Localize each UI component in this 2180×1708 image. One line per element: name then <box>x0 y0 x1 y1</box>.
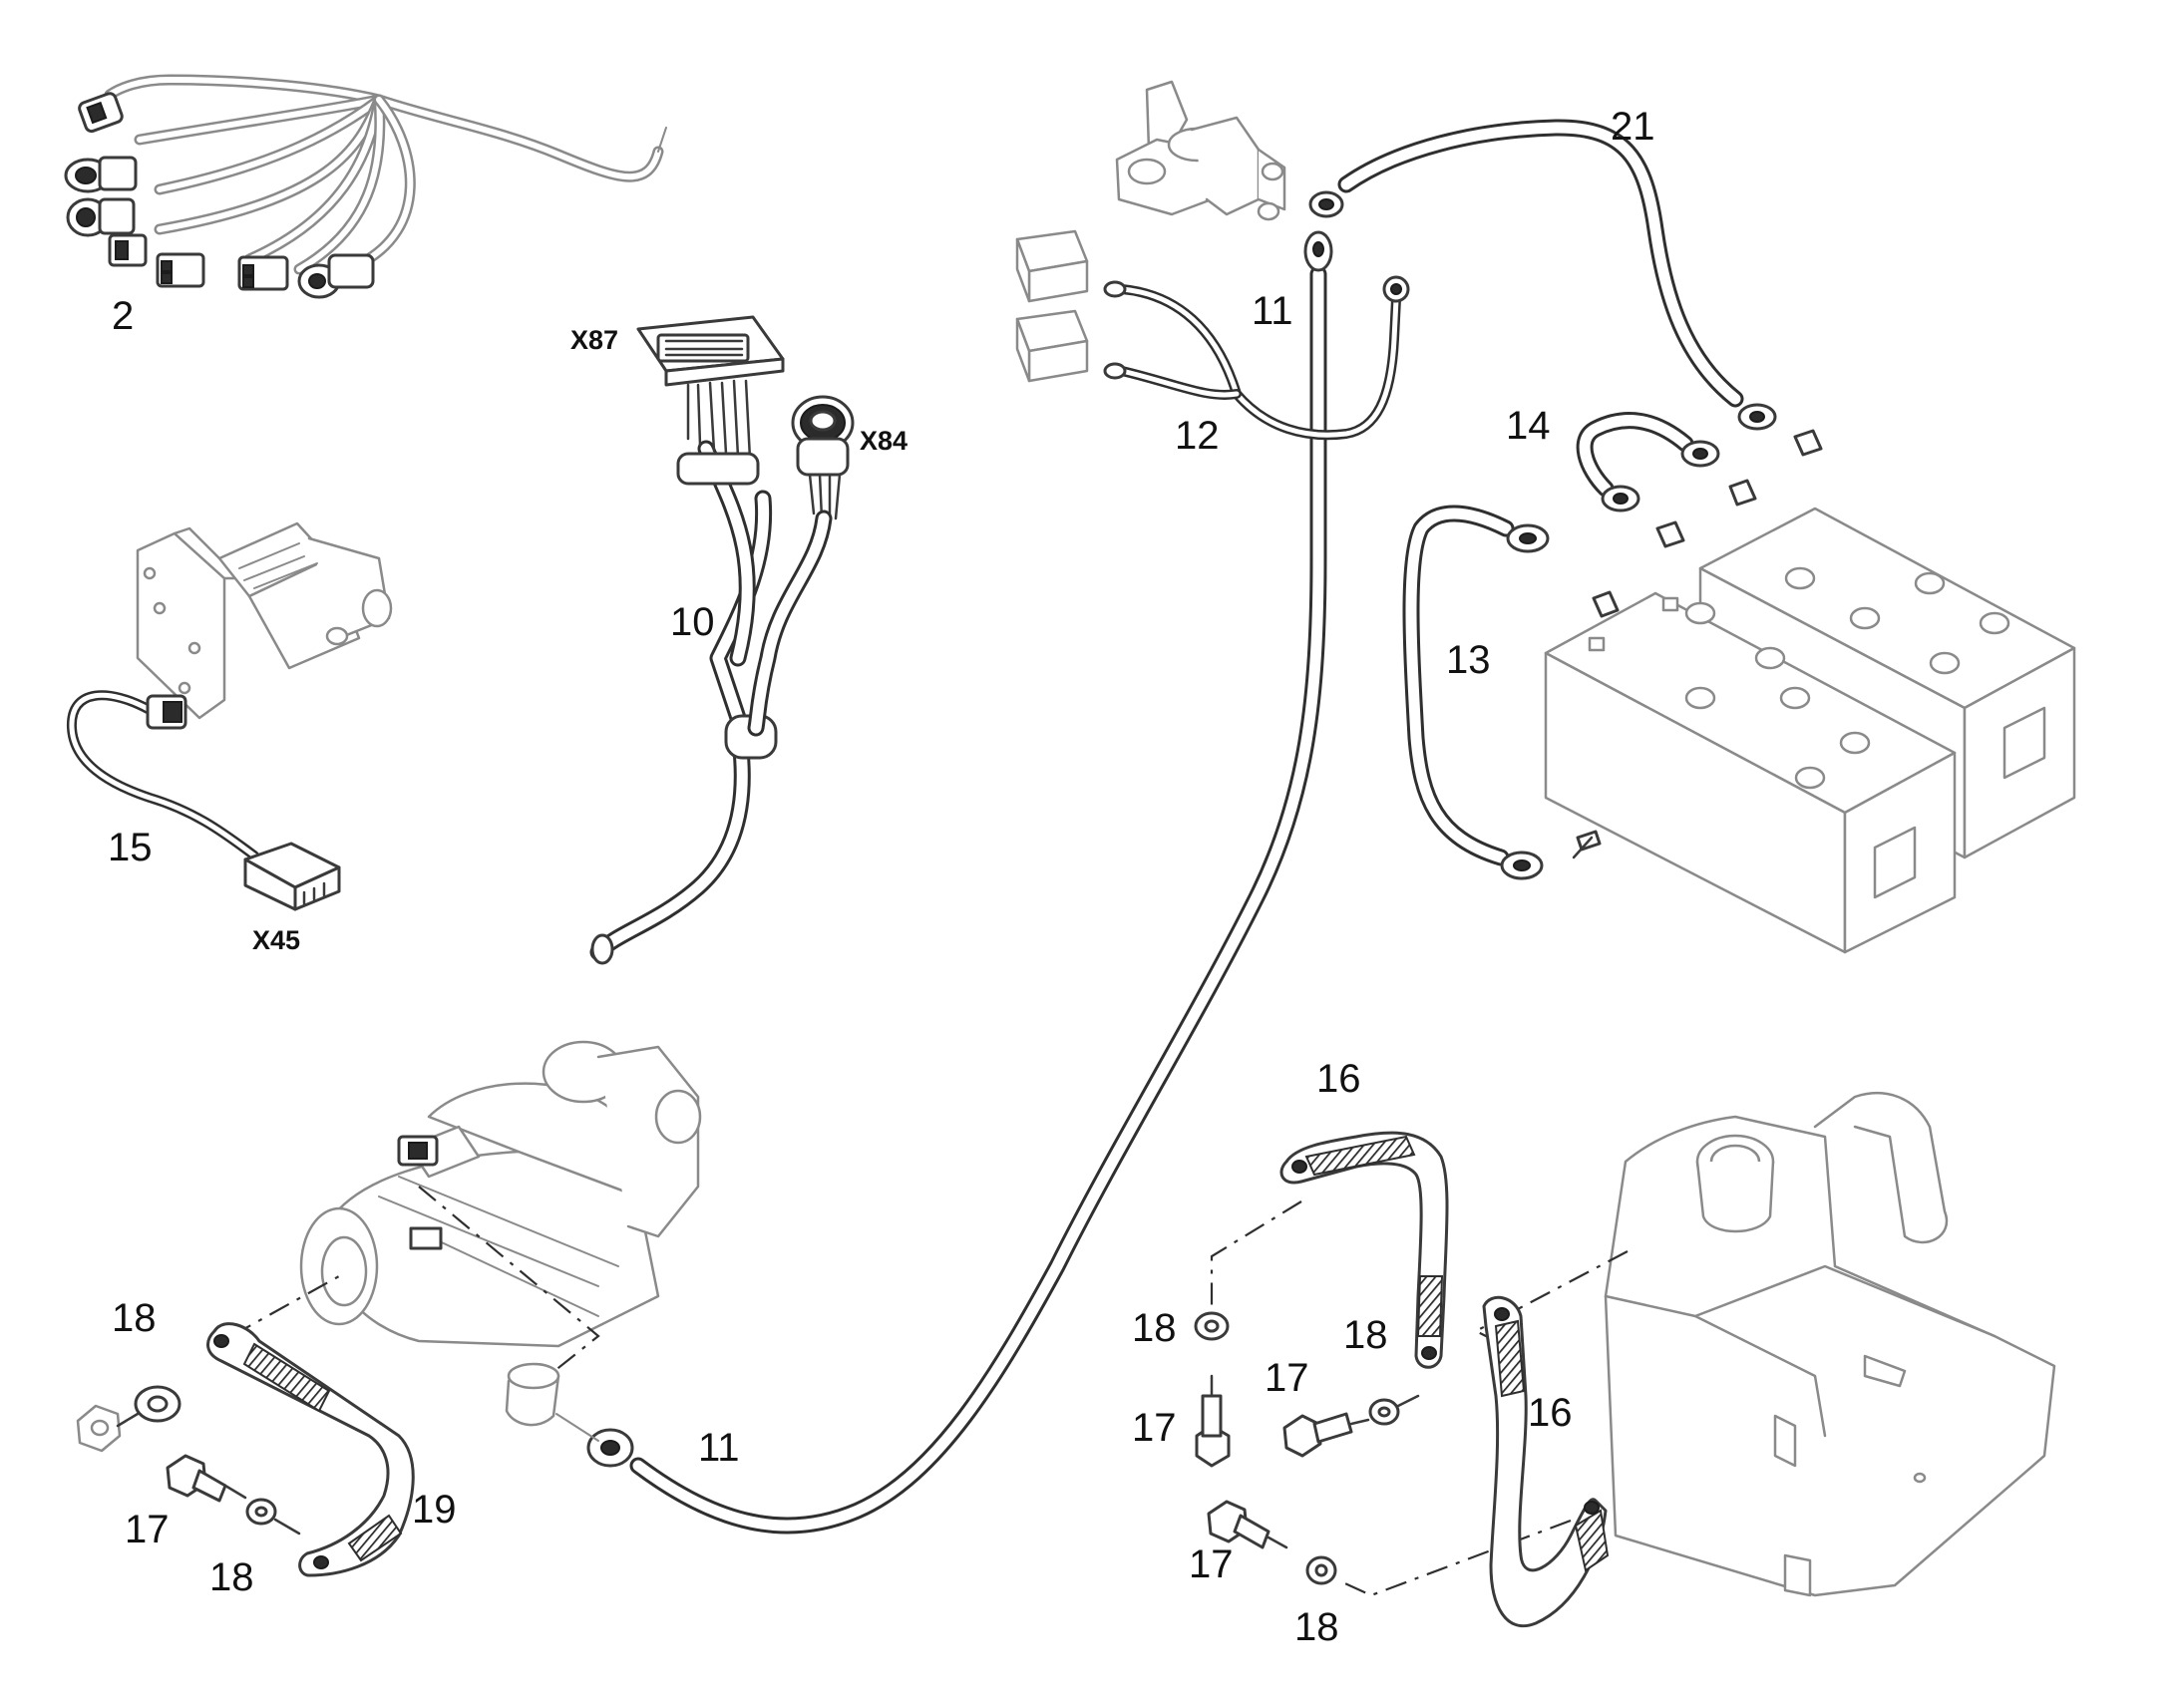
washer-18-mid-right <box>1368 1394 1420 1426</box>
harness-connector-4 <box>108 233 148 267</box>
connector-label-x45: X45 <box>252 925 300 955</box>
callout-15: 15 <box>108 826 153 869</box>
sensor-connector <box>146 694 187 730</box>
bracket-assembly <box>136 521 393 720</box>
callout-16-top: 16 <box>1316 1057 1361 1101</box>
callout-10: 10 <box>670 600 715 644</box>
bolt-17-left <box>166 1454 247 1503</box>
callout-2: 2 <box>112 294 134 338</box>
callout-18-left-bottom: 18 <box>209 1555 254 1599</box>
cable-part-14 <box>1576 412 1720 512</box>
connector-x45 <box>243 842 341 911</box>
tank-strap-16-upper <box>1279 1131 1449 1369</box>
tank-strap-16-lower <box>1482 1295 1610 1628</box>
starter-nut <box>76 1404 122 1453</box>
harness-connector-3 <box>66 197 136 237</box>
callout-18-bottom: 18 <box>1294 1605 1339 1649</box>
callout-11-top: 11 <box>1252 289 1293 333</box>
washer-18-mid-top <box>1194 1311 1230 1341</box>
cable-part-13 <box>1402 505 1602 880</box>
callout-13: 13 <box>1446 638 1491 682</box>
harness-part-10 <box>589 315 855 965</box>
bolt-17-mid-horizontal <box>1282 1412 1370 1458</box>
bolt-17-mid-vertical <box>1195 1374 1231 1468</box>
callout-16-bottom: 16 <box>1528 1391 1573 1435</box>
callout-19: 19 <box>412 1488 457 1532</box>
battery-master-switch <box>1115 80 1286 221</box>
battery-front <box>1544 591 1957 954</box>
fuel-tank <box>1604 1092 2056 1597</box>
connector-label-x87: X87 <box>570 325 618 355</box>
battery-terminals <box>1592 429 1823 618</box>
harness-connector-6 <box>237 255 289 291</box>
harness-connector-2 <box>64 156 138 193</box>
starter-dash-lines <box>230 1186 600 1372</box>
callout-11-bottom: 11 <box>698 1426 740 1470</box>
resistor-module-upper <box>1015 229 1089 303</box>
callout-12: 12 <box>1175 414 1220 458</box>
connector-label-x84: X84 <box>860 426 908 456</box>
starter-motor <box>299 1040 702 1348</box>
callout-21: 21 <box>1611 105 1655 149</box>
cable-part-21 <box>1308 119 1777 431</box>
washer-18-bottom <box>1305 1555 1337 1585</box>
resistor-module-lower <box>1015 309 1089 383</box>
cable-part-12 <box>1015 229 1410 441</box>
terminal-cap <box>505 1362 599 1442</box>
callout-18-mid-top: 18 <box>1132 1306 1177 1350</box>
harness-connector-5 <box>156 252 205 288</box>
harness-connector-7 <box>297 253 375 299</box>
cable-part-11-long <box>586 230 1333 1535</box>
callout-18-left-top: 18 <box>112 1296 157 1340</box>
washer-18-left-top <box>116 1385 182 1428</box>
ground-strap-part-19 <box>206 1322 415 1577</box>
connector-x84 <box>791 395 855 522</box>
washer-18-left-bottom <box>245 1498 301 1536</box>
connector-x87 <box>636 315 785 486</box>
bolt-17-bottom <box>1207 1500 1288 1549</box>
callout-17-left: 17 <box>125 1508 170 1551</box>
callout-17-mid-right: 17 <box>1265 1356 1309 1400</box>
callout-17-bottom: 17 <box>1189 1542 1234 1586</box>
callout-14: 14 <box>1506 404 1551 448</box>
harness-connector-1 <box>78 92 124 134</box>
sensor-cable-part-15 <box>66 690 341 911</box>
wiring-harness-part-2 <box>64 74 667 299</box>
callout-17-mid-left: 17 <box>1132 1406 1177 1450</box>
callout-18-mid-right: 18 <box>1343 1313 1388 1357</box>
